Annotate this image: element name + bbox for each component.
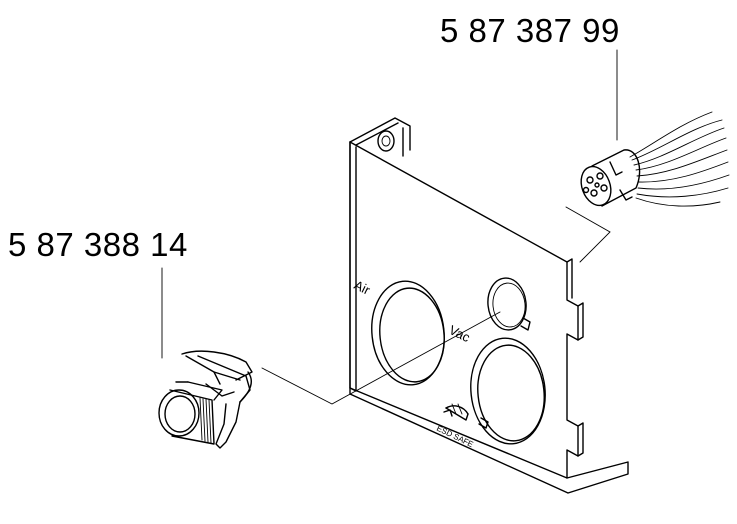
small-opening <box>487 277 527 331</box>
esd-label: ESD SAFE <box>435 424 475 449</box>
part-number-connector: 5 87 387 99 <box>440 12 620 49</box>
mount-hole <box>377 130 395 152</box>
air-label: Air <box>352 277 373 298</box>
vac-opening <box>470 337 546 445</box>
esd-safe-symbol <box>443 403 469 421</box>
fitting-icon <box>158 350 253 449</box>
connector-icon <box>580 111 730 207</box>
front-panel: Air Vac ESD SAFE <box>349 117 629 494</box>
fitting-mouth <box>158 389 200 437</box>
part-number-fitting: 5 87 388 14 <box>8 226 188 263</box>
vac-label: Vac <box>447 322 473 345</box>
leader-connector <box>565 49 618 263</box>
